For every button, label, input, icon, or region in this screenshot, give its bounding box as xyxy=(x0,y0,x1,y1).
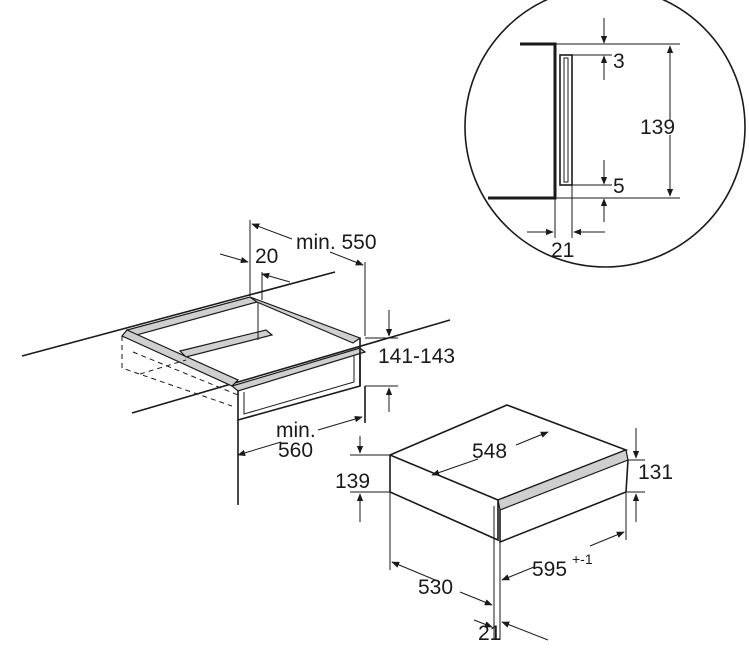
appliance-total-height-label: 139 xyxy=(335,470,370,493)
cutout-opening-inner xyxy=(243,356,355,415)
appliance-panel-offset-label: 21 xyxy=(478,622,501,645)
appliance-front-panel-top xyxy=(497,449,629,511)
cutout-top-back-rail xyxy=(125,296,259,337)
appliance-top-face xyxy=(387,404,629,501)
detail-circle xyxy=(464,0,746,268)
appliance-front-height-label: 131 xyxy=(638,461,673,484)
appliance-left-face xyxy=(389,455,499,542)
arrow-550-right xyxy=(329,251,364,266)
cutout-depth-label: min. 550 xyxy=(296,231,377,254)
cabinet-cutout: min. 550 20 141-143 min. 560 xyxy=(21,220,455,505)
detail-offset-label: 21 xyxy=(551,239,574,262)
arrow-21-right xyxy=(501,621,549,641)
appliance-drawing: 548 139 131 530 595 +-1 21 xyxy=(335,404,673,645)
detail-gap-top-label: 3 xyxy=(613,50,625,73)
appliance-overall-width-label: 595 xyxy=(532,558,567,581)
arrow-560-right xyxy=(317,415,363,431)
cutout-setback-label: 20 xyxy=(255,245,278,268)
appliance-front-face xyxy=(499,459,629,544)
detail-gap-bottom-label: 5 xyxy=(613,175,625,198)
detail-view: 3 5 139 21 xyxy=(464,0,746,268)
arrow-548-left xyxy=(431,458,479,476)
arrow-595-left xyxy=(501,566,535,581)
cutout-front-rail xyxy=(230,347,367,392)
cutout-cross-rail xyxy=(178,329,274,358)
arrow-550-left xyxy=(251,223,293,240)
arrow-20-right xyxy=(261,272,291,283)
cutout-top-left-rail xyxy=(121,329,240,387)
appliance-depth-label: 530 xyxy=(418,576,453,599)
cutout-height-label: 141-143 xyxy=(378,345,455,368)
detail-drawer-inner xyxy=(563,57,569,183)
detail-height-label: 139 xyxy=(640,116,675,139)
appliance-width-label: 548 xyxy=(472,440,507,463)
cutout-top-right-rail xyxy=(249,296,362,344)
hidden-inner-edge xyxy=(132,351,239,396)
arrow-548-right xyxy=(515,431,549,446)
arrow-560-left xyxy=(237,441,282,456)
worktop-front-line xyxy=(131,319,451,414)
worktop-back-line xyxy=(21,271,336,357)
arrow-595-right xyxy=(589,531,625,547)
cutout-width-label-2: 560 xyxy=(278,439,313,462)
cutout-width-label-1: min. xyxy=(276,419,316,442)
hidden-left-edge xyxy=(121,336,233,407)
arrow-530-right xyxy=(459,591,493,606)
arrow-20-left xyxy=(219,253,249,264)
detail-drawer-front xyxy=(559,54,573,186)
detail-cabinet-edge xyxy=(488,42,557,200)
hidden-cross-edge xyxy=(139,359,187,375)
arrow-21-left xyxy=(473,619,493,628)
appliance-tolerance-label: +-1 xyxy=(572,551,593,567)
arrow-530-left xyxy=(391,561,441,583)
